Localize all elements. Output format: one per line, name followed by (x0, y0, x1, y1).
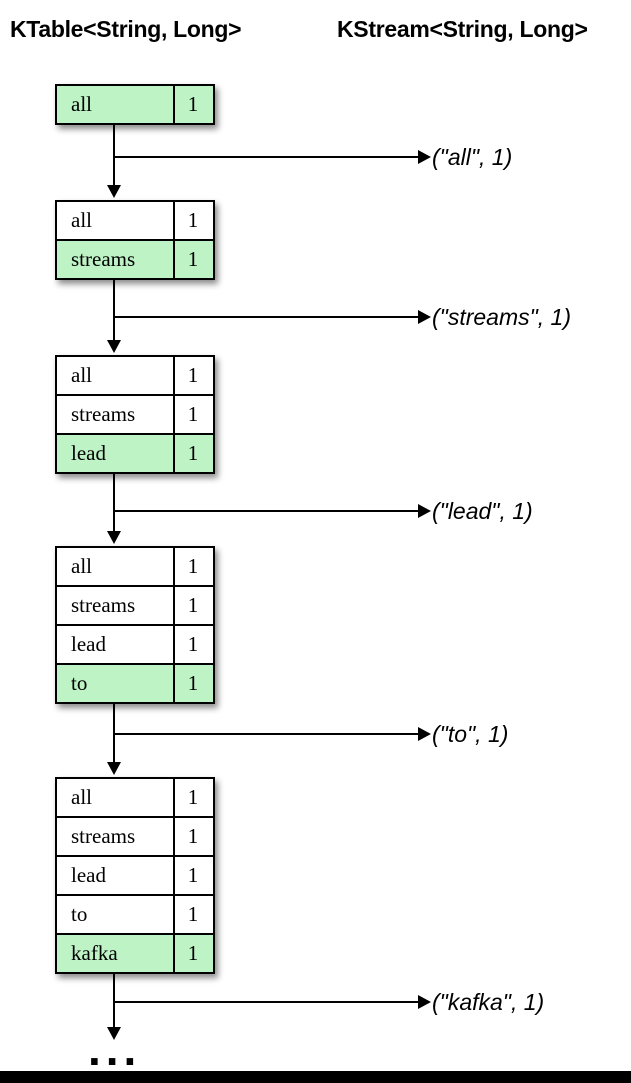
ktable-snapshot-1: all 1 (55, 84, 215, 125)
table-row: streams 1 (57, 587, 213, 626)
value-cell: 1 (173, 435, 211, 472)
key-cell: lead (71, 632, 106, 656)
value-cell: 1 (173, 626, 211, 663)
value-cell: 1 (173, 896, 211, 933)
update-arrow-line (113, 474, 115, 532)
stream-record-label: ("all", 1) (432, 144, 513, 170)
arrow-down-icon (107, 185, 121, 198)
arrow-down-icon (107, 762, 121, 775)
stream-record-label: ("kafka", 1) (432, 989, 545, 1015)
ktable-snapshot-2: all 1 streams 1 (55, 200, 215, 280)
stream-branch-line (114, 316, 418, 318)
table-row: streams 1 (57, 818, 213, 857)
arrow-down-icon (107, 531, 121, 544)
stream-record-label: ("lead", 1) (432, 498, 533, 524)
key-cell: to (71, 671, 88, 695)
key-cell: streams (71, 402, 136, 426)
value-cell: 1 (173, 779, 211, 816)
bottom-bar (0, 1071, 631, 1083)
table-row: to 1 (57, 665, 213, 702)
value-cell: 1 (173, 202, 211, 239)
table-row: all 1 (57, 86, 213, 123)
table-row: all 1 (57, 202, 213, 241)
value-cell: 1 (173, 396, 211, 433)
stream-record-label: ("streams", 1) (432, 304, 572, 330)
stream-branch-line (114, 510, 418, 512)
value-cell: 1 (173, 357, 211, 394)
key-cell: streams (71, 247, 136, 271)
table-row: streams 1 (57, 396, 213, 435)
value-cell: 1 (173, 548, 211, 585)
table-row: to 1 (57, 896, 213, 935)
key-cell: kafka (71, 941, 118, 965)
value-cell: 1 (173, 857, 211, 894)
table-row: all 1 (57, 779, 213, 818)
key-cell: streams (71, 593, 136, 617)
table-row: all 1 (57, 548, 213, 587)
arrow-right-icon (418, 310, 431, 324)
arrow-right-icon (418, 504, 431, 518)
table-row: lead 1 (57, 857, 213, 896)
key-cell: lead (71, 863, 106, 887)
ktable-snapshot-3: all 1 streams 1 lead 1 (55, 355, 215, 474)
update-arrow-line (113, 280, 115, 341)
stream-record-label: ("to", 1) (432, 721, 509, 747)
table-row: all 1 (57, 357, 213, 396)
key-cell: all (71, 208, 92, 232)
kstream-header: KStream<String, Long> (337, 16, 588, 42)
table-row: kafka 1 (57, 935, 213, 972)
arrow-right-icon (418, 150, 431, 164)
value-cell: 1 (173, 587, 211, 624)
ktable-snapshot-5: all 1 streams 1 lead 1 to 1 kafka 1 (55, 777, 215, 974)
stream-branch-line (114, 1001, 418, 1003)
key-cell: lead (71, 441, 106, 465)
value-cell: 1 (173, 665, 211, 702)
key-cell: all (71, 554, 92, 578)
key-cell: all (71, 785, 92, 809)
table-row: lead 1 (57, 626, 213, 665)
arrow-right-icon (418, 995, 431, 1009)
arrow-down-icon (107, 340, 121, 353)
arrow-right-icon (418, 727, 431, 741)
ktable-header: KTable<String, Long> (10, 16, 242, 42)
table-row: streams 1 (57, 241, 213, 278)
stream-branch-line (114, 156, 418, 158)
key-cell: all (71, 363, 92, 387)
ktable-snapshot-4: all 1 streams 1 lead 1 to 1 (55, 546, 215, 704)
value-cell: 1 (173, 241, 211, 278)
value-cell: 1 (173, 86, 211, 123)
continuation-ellipsis: ... (88, 1023, 142, 1075)
key-cell: to (71, 902, 88, 926)
stream-branch-line (114, 733, 418, 735)
value-cell: 1 (173, 818, 211, 855)
value-cell: 1 (173, 935, 211, 972)
update-arrow-line (113, 125, 115, 186)
key-cell: all (71, 92, 92, 116)
arrow-down-icon (107, 1027, 121, 1040)
key-cell: streams (71, 824, 136, 848)
table-row: lead 1 (57, 435, 213, 472)
